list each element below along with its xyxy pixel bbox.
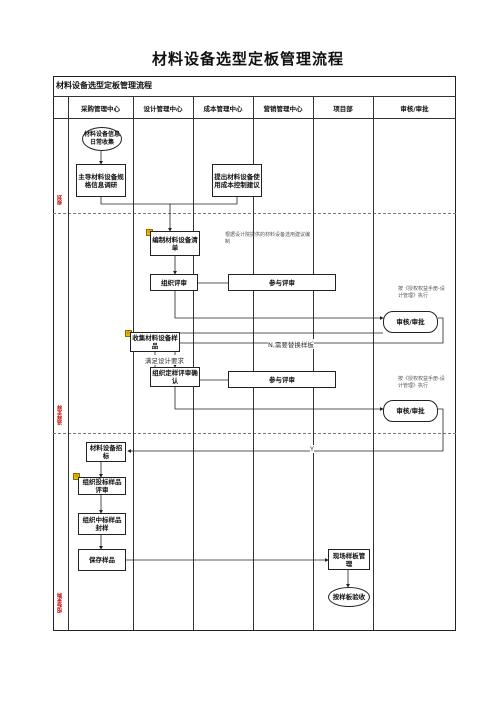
phase-divider-2: [53, 433, 456, 434]
flowchart-frame: [53, 76, 456, 631]
flowchart-subtitle: 材料设备选型定板管理流程: [56, 81, 152, 90]
lane-divider-2: [193, 96, 194, 631]
phase-divider-1: [53, 213, 456, 214]
note-approval-2: 按《授权权益手册-设计管理》执行: [398, 376, 445, 389]
node-confirm-sample[interactable]: 组织定样评审确认: [150, 367, 200, 387]
node-collect-samples[interactable]: 收集材料设备样品: [130, 332, 180, 352]
label-need-change: N,需要替换样板: [268, 339, 314, 349]
label-meet-design: 满足设计要求: [145, 355, 184, 365]
label-yes: Y: [310, 445, 314, 453]
node-approval-1[interactable]: 审核/审批: [383, 311, 438, 333]
subtitle-divider: [53, 96, 456, 97]
lane-header-marketing: 营销管理中心: [263, 105, 303, 113]
node-spec-research[interactable]: 主导材料设备规格信息调研: [76, 164, 126, 197]
lane-divider-1: [133, 96, 134, 631]
node-material-tender[interactable]: 材料设备招标: [86, 442, 126, 462]
lane-header-divider: [53, 118, 456, 119]
node-bid-sample-review[interactable]: 组织投标样品评审: [78, 477, 126, 495]
node-participate-review-1[interactable]: 参与评审: [228, 274, 336, 291]
node-site-sample-management[interactable]: 现场样板管理: [328, 549, 370, 570]
lane-divider-5: [373, 96, 374, 631]
note-compile-list: 根据设计院提供的材料设备选用建议编制: [225, 232, 311, 245]
node-store-samples[interactable]: 保存样品: [78, 549, 126, 571]
lane-divider-3: [253, 96, 254, 631]
page-title: 材料设备选型定板管理流程: [151, 50, 344, 68]
lane-header-approval: 审核/审批: [400, 105, 429, 113]
node-compile-list[interactable]: 编制材料设备清单: [150, 231, 200, 256]
lane-header-project: 项目部: [333, 105, 353, 113]
lane-header-cost: 成本管理中心: [203, 105, 243, 113]
phase-column-divider: [68, 96, 69, 631]
key-point-icon: ☆: [73, 473, 80, 480]
node-approval-2[interactable]: 审核/审批: [383, 400, 438, 422]
lane-header-procurement: 采购管理中心: [81, 105, 120, 113]
lane-header-design: 设计管理中心: [143, 105, 183, 113]
node-info-collection[interactable]: 材料设备信息日常收集: [82, 127, 122, 151]
node-organize-review[interactable]: 组织评审: [150, 274, 198, 291]
node-participate-review-2[interactable]: 参与评审: [228, 371, 336, 388]
lane-divider-4: [313, 96, 314, 631]
node-cost-control-advice[interactable]: 提出材料设备使用成本控制建议: [212, 164, 262, 197]
note-approval-1: 按《授权权益手册-设计管理》执行: [398, 286, 445, 299]
node-acceptance-by-sample[interactable]: 按样板验收: [328, 587, 370, 607]
node-seal-winning-sample[interactable]: 组织中标样品封样: [78, 513, 126, 535]
